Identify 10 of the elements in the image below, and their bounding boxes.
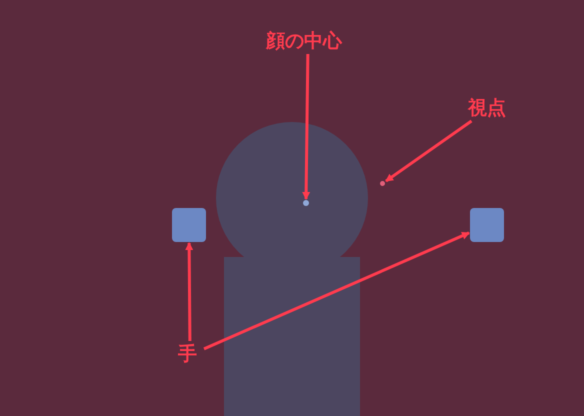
leader-arrow bbox=[302, 54, 310, 200]
leader-arrow bbox=[385, 120, 472, 182]
leader-arrow bbox=[203, 232, 470, 350]
point-marker bbox=[380, 181, 385, 186]
hand-marker bbox=[172, 208, 206, 242]
callout-label: 視点 bbox=[468, 97, 512, 119]
callout-label: 顔の中心 bbox=[266, 30, 350, 52]
leader-arrow bbox=[185, 242, 194, 342]
hand-marker bbox=[470, 208, 504, 242]
callout-label: 手 bbox=[178, 343, 202, 367]
